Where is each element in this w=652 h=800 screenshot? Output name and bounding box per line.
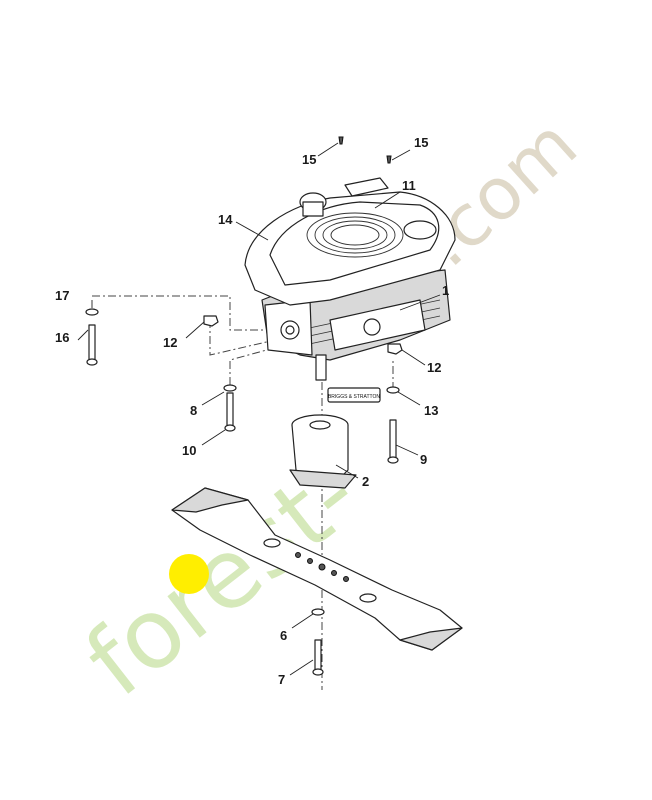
oil-filler-neck: [302, 201, 324, 217]
callout-16: 16: [55, 330, 69, 345]
callout-13: 13: [424, 403, 438, 418]
callout-8: 8: [190, 403, 197, 418]
bolt-10-shank: [226, 392, 234, 427]
nut-12-right: [387, 343, 403, 355]
crankshaft: [315, 354, 327, 381]
callout-11: 11: [402, 178, 416, 193]
watermark: forest- .com: [65, 102, 592, 718]
bolt-10-head: [224, 424, 236, 432]
callout-12-right: 12: [427, 360, 441, 375]
washer-6: [311, 608, 325, 616]
recoil-starter-grille: [306, 212, 404, 258]
bolt-9-shank: [389, 419, 397, 459]
callout-7: 7: [278, 672, 285, 687]
washer-8: [223, 384, 237, 392]
engine: BRIGGS & STRATTON: [244, 177, 456, 403]
bolt-7-head: [312, 668, 324, 676]
carburetor-port-inner: [285, 325, 295, 335]
callout-9: 9: [420, 452, 427, 467]
callout-10: 10: [182, 443, 196, 458]
callout-6: 6: [280, 628, 287, 643]
blade-right-wing: [399, 627, 463, 651]
washer-17: [85, 308, 99, 316]
screw-15-left: [338, 136, 344, 145]
blade-slot-left: [263, 538, 281, 548]
mower-blade: [171, 487, 463, 651]
callout-1: 1: [442, 283, 449, 298]
bolt-9-head: [387, 456, 399, 464]
blade-hole-3: [331, 570, 337, 576]
screw-15-right: [386, 155, 392, 164]
callout-17: 17: [55, 288, 69, 303]
nut-12-left: [203, 315, 219, 327]
blade-adapter-hole: [309, 420, 331, 430]
bolt-16-head: [86, 358, 98, 366]
blade-hole-2: [307, 558, 313, 564]
fuel-tank-cap: [403, 220, 437, 240]
blade-adapter: [289, 414, 357, 489]
blade-center-hole: [318, 563, 326, 571]
callout-15-left: 15: [302, 152, 316, 167]
bolt-7-shank: [314, 639, 322, 671]
callout-labels: 15 15 11 14 1 17 16 12 12 8 13 10 9 2 6 …: [55, 135, 449, 687]
leader-lines: [77, 142, 441, 676]
engine-badge-plate: [327, 387, 381, 403]
starter-handle: [344, 177, 389, 197]
muffler-outlet: [363, 318, 381, 336]
callout-2: 2: [362, 474, 369, 489]
blade-hole-4: [343, 576, 349, 582]
bolt-axis-16-17: [92, 295, 275, 331]
callout-15-right: 15: [414, 135, 428, 150]
yellow-marker: [169, 554, 209, 594]
callout-12-left: 12: [163, 335, 177, 350]
blade-slot-right: [359, 593, 377, 603]
blade-adapter-foot: [289, 469, 357, 489]
fasteners: [85, 136, 403, 676]
bolt-axis-12: [209, 320, 276, 356]
callout-14: 14: [218, 212, 233, 227]
blade-left-wing: [171, 487, 249, 513]
washer-13: [386, 386, 400, 394]
engine-badge-text: BRIGGS & STRATTON: [328, 394, 380, 400]
bolt-16-shank: [88, 324, 96, 361]
blade-adapter-body: [291, 424, 349, 479]
engine-cover-top: [269, 201, 440, 286]
blade-hole-1: [295, 552, 301, 558]
